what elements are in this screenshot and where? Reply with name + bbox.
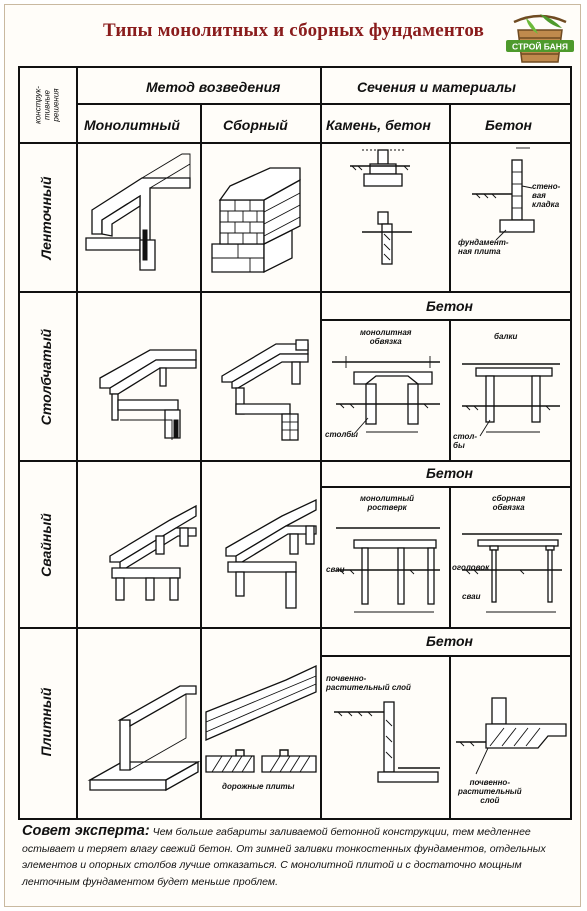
- row-label-strip: Ленточный: [38, 176, 54, 260]
- pile-monolithic-drawing: [109, 504, 197, 601]
- label-monolithic-grillage: монолитный ростверк: [360, 494, 415, 512]
- pillar-monolithic-section-drawing: [332, 356, 440, 435]
- row-label-pillar: Столбчатый: [38, 328, 54, 426]
- pile-prefab-drawing: [225, 498, 317, 609]
- page-title: Типы монолитных и сборных фундаментов: [102, 20, 485, 41]
- label-road-slabs: дорожные плиты: [222, 782, 295, 791]
- label-piles-2: сваи: [462, 592, 481, 601]
- strip-concrete-section-drawing: [472, 147, 535, 241]
- logo-bucket-icon: [513, 14, 567, 63]
- label-prefab-strap: сборная обвязка: [492, 494, 526, 512]
- row-slab-material: Бетон: [426, 633, 473, 649]
- pile-prefab-section-drawing: [462, 533, 562, 613]
- header-prefab: Сборный: [223, 117, 288, 133]
- expert-tip: Совет эксперта: Чем больше габариты зали…: [22, 823, 570, 890]
- header-monolithic: Монолитный: [84, 117, 180, 133]
- slab-stone-section-drawing: [334, 701, 440, 783]
- label-wall-masonry: стено- вая кладка: [532, 182, 561, 209]
- logo: СТРОЙ БАНЯ: [506, 14, 574, 63]
- logo-text: СТРОЙ БАНЯ: [512, 41, 568, 52]
- label-soil-layer: почвенно- растительный слой: [326, 674, 411, 692]
- header-stone-concrete: Камень, бетон: [326, 117, 431, 133]
- strip-stone-section-drawing: [350, 149, 412, 265]
- label-pillars: столбы: [325, 430, 358, 439]
- row-label-slab: Плитный: [38, 687, 54, 757]
- label-beams: балки: [494, 332, 518, 341]
- pillar-monolithic-drawing: [99, 349, 197, 440]
- header-sections: Сечения и материалы: [357, 79, 516, 95]
- pile-grillage-section-drawing: [336, 527, 440, 613]
- row-label-pile: Свайный: [38, 513, 54, 577]
- header-concrete: Бетон: [485, 117, 532, 133]
- header-construct: конструк- тивные решения: [33, 86, 61, 124]
- slab-concrete-section-drawing: [456, 697, 567, 775]
- label-piles: сваи: [326, 565, 345, 574]
- label-pillars-2: стол- бы: [453, 432, 477, 450]
- expert-tip-text: Чем больше габариты заливаемой бетонной …: [22, 826, 546, 888]
- row-pillar-material: Бетон: [426, 298, 473, 314]
- row-pile-material: Бетон: [426, 465, 473, 481]
- label-monolithic-strap: монолитная обвязка: [360, 328, 412, 346]
- strip-prefab-drawing: [211, 167, 301, 274]
- label-foundation-slab: фундамент- ная плита: [458, 238, 509, 256]
- header-method: Метод возведения: [146, 79, 281, 95]
- strip-monolithic-drawing: [85, 153, 191, 271]
- pillar-prefab-drawing: [221, 339, 309, 441]
- slab-prefab-drawing: [205, 664, 317, 773]
- expert-tip-lead: Совет эксперта:: [22, 823, 150, 839]
- pillar-beams-section-drawing: [462, 363, 560, 437]
- slab-monolithic-drawing: [87, 685, 201, 792]
- label-soil-layer-2: почвенно- растительный слой: [458, 778, 522, 805]
- label-pile-head: оголовок: [452, 563, 490, 572]
